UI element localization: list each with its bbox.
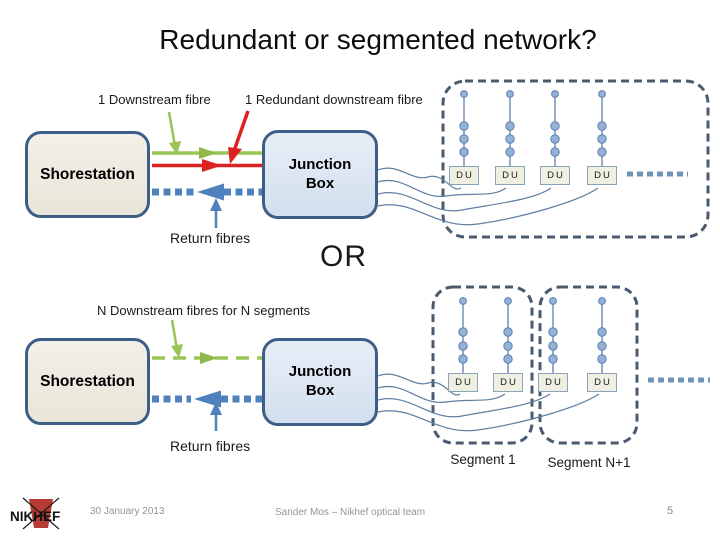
du-box: DU — [587, 373, 617, 392]
return-fibres-line-top — [152, 183, 262, 201]
logo-text-ni: NI — [10, 509, 24, 524]
du-string — [597, 90, 607, 168]
du-box: DU — [540, 166, 570, 185]
du-string — [458, 297, 468, 375]
footer-credit: Sander Mos – Nikhef optical team — [275, 507, 426, 518]
or-label: OR — [320, 240, 367, 273]
redundant-label-arrow-top — [228, 110, 250, 164]
du-box: DU — [448, 373, 478, 392]
return-fibres-label-bottom: Return fibres — [170, 438, 251, 454]
junction-to-du-fibres-bottom — [377, 373, 600, 432]
footer-date: 30 January 2013 — [90, 506, 165, 517]
downstream-label-arrow-bottom — [170, 319, 183, 358]
return-fibres-label-top: Return fibres — [170, 230, 251, 246]
downstream-fibre-line-bottom — [152, 352, 262, 364]
downstream-label-arrow-top — [167, 111, 181, 155]
segment2-label: Segment N+1 — [547, 455, 631, 470]
downstream-fibre-label-bottom: N Downstream fibres for N segments — [97, 303, 311, 318]
du-string — [459, 90, 469, 168]
du-box: DU — [449, 166, 479, 185]
du-string — [548, 297, 558, 375]
junction-to-du-fibres-top — [377, 167, 599, 226]
du-box: DU — [495, 166, 525, 185]
downstream-fibre-label-top: 1 Downstream fibre — [98, 92, 211, 107]
slide-title: Redundant or segmented network? — [159, 24, 597, 55]
svg-text:NIKHEF: NIKHEF — [10, 509, 60, 524]
segment2-container — [538, 285, 639, 445]
shorestation-box-top: Shorestation — [25, 131, 150, 218]
du-string — [503, 297, 513, 375]
du-box: DU — [538, 373, 568, 392]
du-string — [597, 297, 607, 375]
logo-text-ef: EF — [43, 509, 60, 524]
downstream-fibre-line-top — [152, 147, 262, 159]
du-string — [505, 90, 515, 168]
return-label-arrow-bottom — [210, 402, 222, 431]
du-box: DU — [493, 373, 523, 392]
segment1-label: Segment 1 — [450, 452, 516, 467]
du-box: DU — [587, 166, 617, 185]
logo-text-kh: KH — [24, 509, 44, 524]
redundant-fibre-line-top — [152, 159, 262, 172]
junction-box-top: Junction Box — [262, 130, 378, 219]
du-strings-bottom — [458, 297, 607, 375]
nikhef-logo: NIKHEF — [10, 497, 60, 530]
return-fibres-line-bottom — [152, 390, 262, 408]
redundant-fibre-label-top: 1 Redundant downstream fibre — [245, 92, 423, 107]
redundant-network-container — [441, 79, 710, 239]
shorestation-box-bottom: Shorestation — [25, 338, 150, 425]
junction-box-bottom: Junction Box — [262, 338, 378, 426]
page-number: 5 — [667, 505, 674, 517]
segment1-container — [431, 285, 534, 445]
return-label-arrow-top — [210, 198, 222, 228]
du-string — [550, 90, 560, 168]
du-strings-top — [459, 90, 607, 168]
